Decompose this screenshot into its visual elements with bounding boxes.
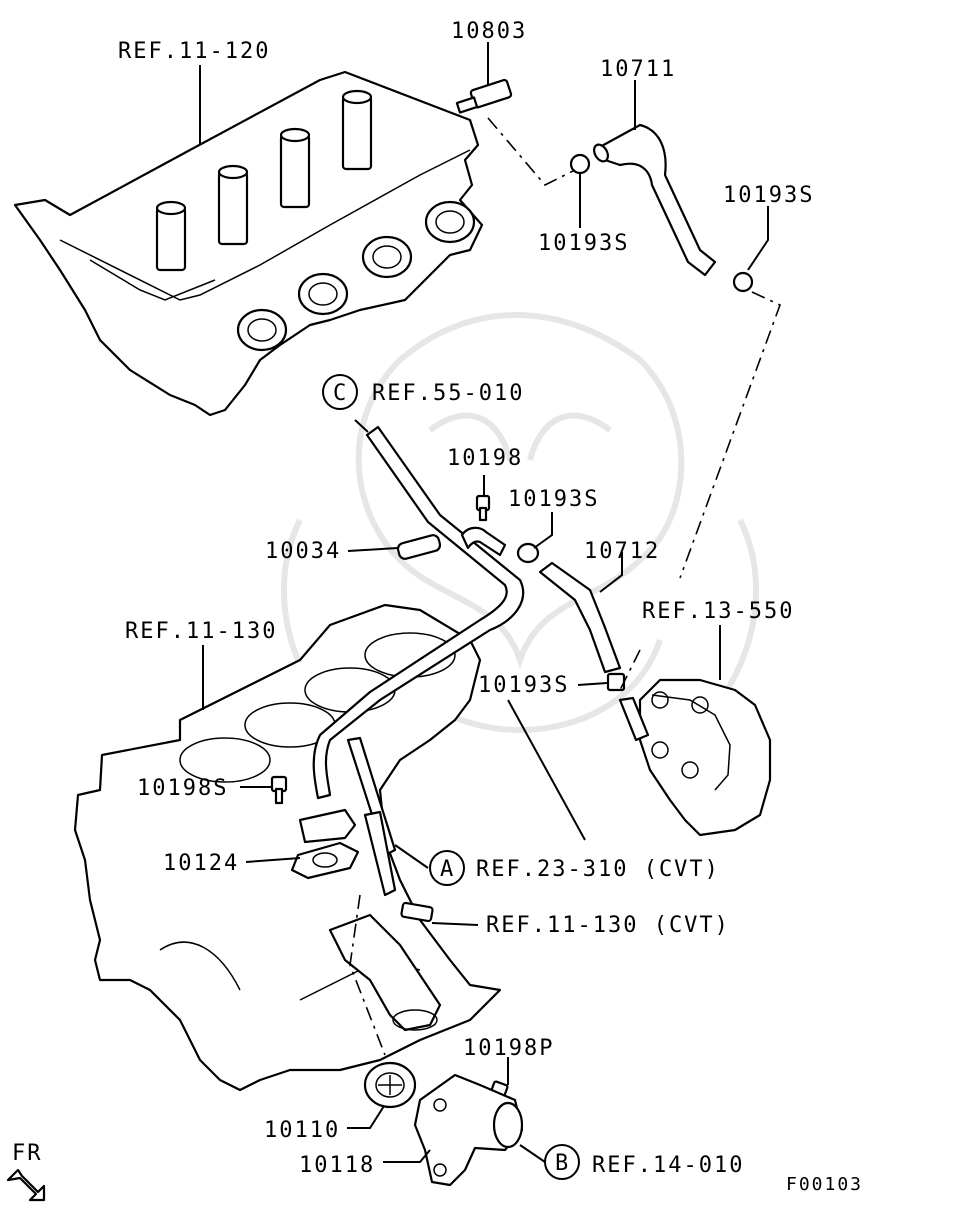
part-10193s-clamps [516,153,754,692]
valve-stems [155,89,373,272]
fr-label: FR [12,1141,43,1166]
part-10198-label: 10198 [447,446,523,471]
callout-a-circle [429,850,465,886]
ref-11-130-cvt-label: REF.11-130 (CVT) [486,913,730,938]
part-10124-label: 10124 [163,851,239,876]
callout-b-letter: B [555,1151,570,1176]
part-10034-water-pipe [312,425,525,897]
callout-c-letter: C [333,381,348,406]
part-10712-hose [538,561,650,742]
part-10193s-top-label: 10193S [538,231,629,256]
part-10803-sensor [455,78,513,114]
callout-c-circle [322,374,358,410]
figure-code-label: F00103 [786,1174,863,1195]
part-10193s-right-label: 10193S [723,183,814,208]
part-10110-label: 10110 [264,1118,340,1143]
ref-11-130-top-label: REF.11-130 [125,619,277,644]
ref-23-310-label: REF.23-310 (CVT) [476,857,720,882]
part-10711-label: 10711 [600,57,676,82]
part-10193s-low-label: 10193S [478,673,569,698]
part-10124-gasket [290,808,360,880]
part-10712-label: 10712 [584,539,660,564]
routing-lines [349,117,782,1056]
ref-14-010-label: REF.14-010 [592,1153,744,1178]
part-10711-hose [593,123,717,277]
part-10803-label: 10803 [451,19,527,44]
fr-arrow-icon [6,1168,46,1202]
part-10193s-mid-label: 10193S [508,487,599,512]
part-10118-water-inlet [413,1073,524,1187]
callout-b-circle [544,1144,580,1180]
water-pump-illustration [638,678,772,837]
part-10198p-label: 10198P [463,1036,554,1061]
exhaust-ports [236,200,476,352]
part-10034-label: 10034 [265,539,341,564]
leader-lines [199,42,769,1163]
thermostat-housing-illustration [328,913,442,1032]
cylinder-head-illustration [13,70,484,417]
ref-55-010-label: REF.55-010 [372,381,524,406]
callout-a-letter: A [440,857,455,882]
part-10118-label: 10118 [299,1153,375,1178]
ref-11-120-label: REF.11-120 [118,39,270,64]
part-10110-thermostat [363,1061,417,1109]
ref-13-550-label: REF.13-550 [642,599,794,624]
part-10198s-label: 10198S [137,776,228,801]
